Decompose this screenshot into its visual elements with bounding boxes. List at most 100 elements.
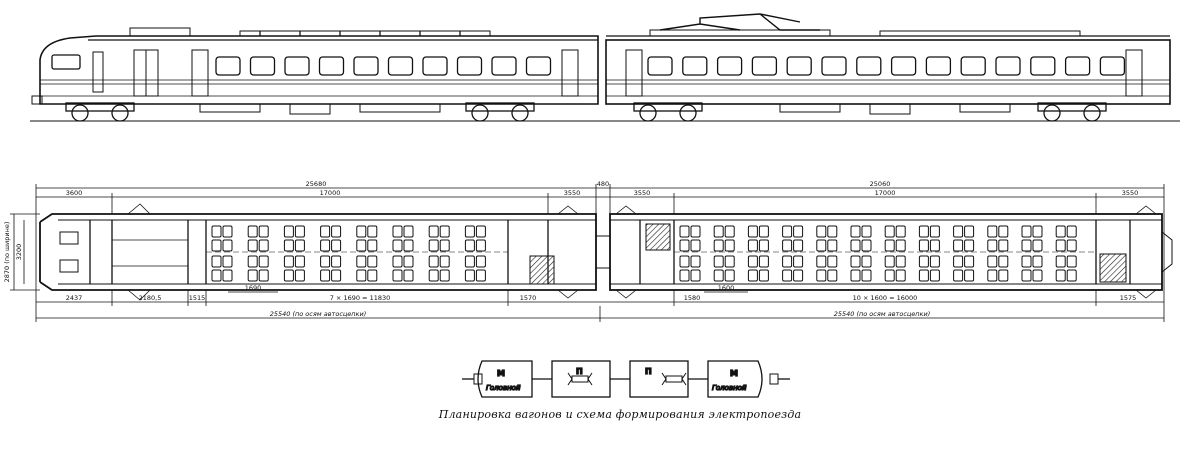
seat: [439, 255, 450, 268]
dim-seat-pitch-head: 1690: [245, 284, 262, 292]
dim-width-inner: 2870 (по ширине): [3, 222, 11, 283]
dim-head-seats: 7 × 1690 = 11830: [330, 294, 391, 302]
seat: [793, 239, 804, 252]
seat: [918, 269, 929, 282]
seat: [331, 239, 342, 252]
seat: [464, 255, 475, 268]
seat: [475, 269, 486, 282]
seat: [331, 269, 342, 282]
seat: [884, 269, 895, 282]
seat: [211, 225, 222, 238]
seat: [713, 269, 724, 282]
window: [751, 56, 778, 76]
plan-view: [39, 203, 1173, 301]
seat: [918, 255, 929, 268]
seat: [987, 225, 998, 238]
window: [682, 56, 708, 76]
window: [284, 56, 310, 76]
seats: [211, 225, 1077, 282]
seat: [1055, 239, 1066, 252]
dim-trailer-pitch-left: 1580: [684, 294, 701, 302]
head-car-elevation: [31, 27, 599, 115]
seat: [222, 225, 233, 238]
seat: [850, 239, 861, 252]
seat: [356, 269, 367, 282]
seat: [724, 255, 735, 268]
dim-head-bogies: 25540 (по осям автосцепки): [270, 310, 367, 318]
seat: [367, 239, 378, 252]
seat: [850, 269, 861, 282]
seat: [690, 269, 701, 282]
seat: [222, 255, 233, 268]
dim-head-overall: 25680: [306, 180, 327, 188]
seat: [998, 239, 1009, 252]
seat: [713, 239, 724, 252]
side-view: [30, 13, 1180, 122]
seat: [247, 225, 258, 238]
seat: [294, 239, 305, 252]
seat: [895, 225, 906, 238]
formation-car-4: М Головной: [707, 360, 763, 398]
dimension-texts: 25680 25060 480 3600 17000 3550 3550 170…: [3, 180, 1138, 318]
seat: [895, 255, 906, 268]
seat: [428, 225, 439, 238]
seat: [1055, 225, 1066, 238]
wheel: [1083, 104, 1101, 122]
window: [647, 56, 673, 76]
seat: [392, 239, 403, 252]
seat: [953, 239, 964, 252]
window: [318, 56, 345, 76]
seat: [439, 239, 450, 252]
seat: [320, 225, 331, 238]
seat: [428, 255, 439, 268]
trailer-car-windows: [647, 56, 1126, 76]
window: [995, 56, 1021, 76]
formation-car-1-name: Головной: [486, 384, 521, 392]
seat: [367, 225, 378, 238]
dim-head-pitch-right: 1570: [520, 294, 537, 302]
wheel: [511, 104, 529, 122]
seat: [294, 255, 305, 268]
window: [422, 56, 448, 76]
window: [925, 56, 952, 76]
head-car-windows: [215, 56, 552, 76]
window: [387, 56, 414, 76]
seat: [929, 255, 940, 268]
seat: [392, 269, 403, 282]
seat: [758, 239, 769, 252]
seat: [816, 239, 827, 252]
seat: [747, 255, 758, 268]
seat: [356, 225, 367, 238]
seat: [713, 225, 724, 238]
seat: [884, 255, 895, 268]
dim-trailer-start: 3550: [634, 189, 651, 197]
seat: [403, 225, 414, 238]
formation-car-2: П: [551, 360, 611, 398]
dim-gap: 480: [597, 180, 609, 188]
seat: [884, 225, 895, 238]
seat: [953, 269, 964, 282]
seat: [283, 225, 294, 238]
bogie: [1037, 102, 1107, 122]
dim-trailer-seats: 10 × 1600 = 16000: [853, 294, 918, 302]
window: [353, 56, 379, 76]
seat: [356, 239, 367, 252]
dim-trailer-end: 3550: [1122, 189, 1139, 197]
seat: [679, 239, 690, 252]
seat: [713, 255, 724, 268]
wheel: [471, 104, 489, 122]
seat: [1021, 269, 1032, 282]
dim-trailer-overall: 25060: [870, 180, 891, 188]
bogie: [633, 102, 703, 122]
formation-car-3: П: [629, 360, 689, 398]
seat: [690, 255, 701, 268]
window: [456, 56, 483, 76]
seat: [1032, 269, 1043, 282]
seat: [1055, 255, 1066, 268]
seat: [782, 239, 793, 252]
window: [525, 56, 552, 76]
dim-trailer-bogies: 25540 (по осям автосцепки): [834, 310, 931, 318]
seat: [964, 225, 975, 238]
seat: [679, 225, 690, 238]
formation-scheme: М Головной П П М Головной: [462, 360, 790, 398]
